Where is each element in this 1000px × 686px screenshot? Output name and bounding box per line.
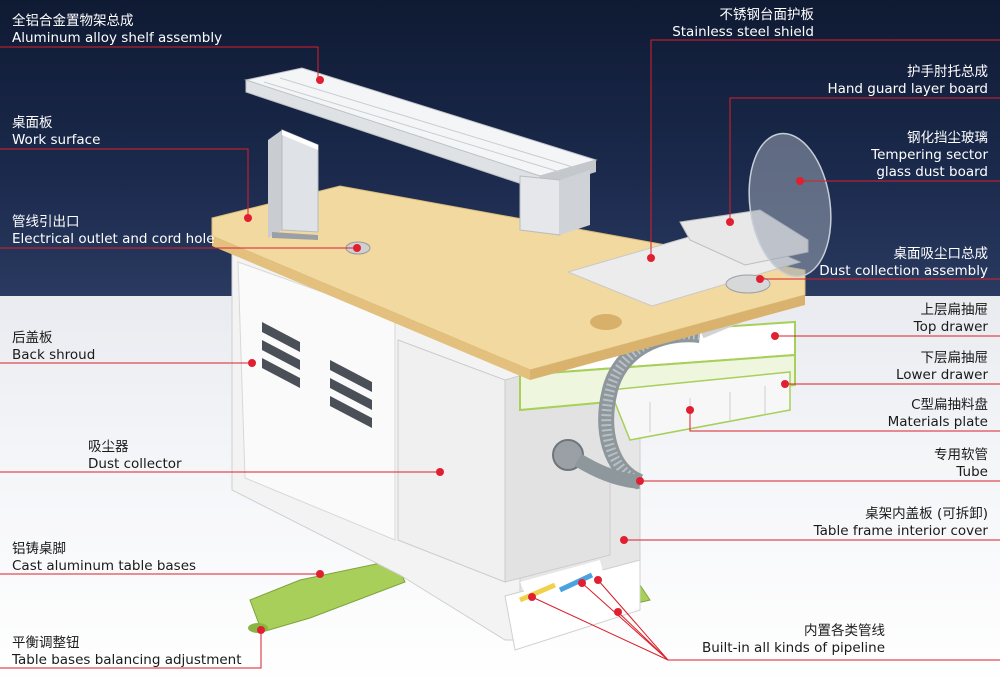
label-glass-cn: 钢化挡尘玻璃 (907, 130, 988, 146)
label-cover-en: Table frame interior cover (813, 523, 988, 539)
label-dca-cn: 桌面吸尘口总成 (893, 246, 989, 262)
label-shield-cn: 不锈钢台面护板 (719, 7, 815, 23)
label-pipe-en: Built-in all kinds of pipeline (701, 640, 885, 656)
label-work-surface: 桌面板 Work surface (12, 115, 100, 149)
label-pipe-cn: 内置各类管线 (804, 623, 885, 639)
glass-board (748, 132, 832, 278)
label-shield: 不锈钢台面护板 Stainless steel shield (672, 7, 814, 41)
label-shield-en: Stainless steel shield (672, 24, 814, 40)
label-outlet-en: Electrical outlet and cord hole (12, 231, 215, 247)
label-hand-cn: 护手肘托总成 (907, 64, 988, 80)
label-dust-en: Dust collector (88, 456, 182, 472)
label-cover-cn: 桌架内盖板 (可拆卸) (865, 506, 988, 522)
label-base-en: Cast aluminum table bases (12, 558, 197, 574)
label-back-cn: 后盖板 (12, 330, 53, 346)
label-balance-en: Table bases balancing adjustment (12, 652, 242, 668)
label-tube: 专用软管 Tube (934, 447, 988, 481)
label-lower-cn: 下层扁抽屉 (920, 350, 989, 366)
label-outlet: 管线引出口 Electrical outlet and cord hole (12, 214, 215, 248)
label-back-en: Back shroud (12, 347, 96, 363)
label-plate-en: Materials plate (887, 414, 988, 430)
label-top-cn: 上层扁抽屉 (920, 302, 989, 318)
label-shelf-cn: 全铝合金置物架总成 (12, 13, 134, 29)
label-tube-en: Tube (956, 464, 988, 480)
label-lower-drawer: 下层扁抽屉 Lower drawer (896, 350, 988, 384)
label-dust-cn: 吸尘器 (88, 439, 129, 455)
label-shelf-en: Aluminum alloy shelf assembly (12, 30, 223, 46)
label-glass: 钢化挡尘玻璃 Tempering sector glass dust board (871, 130, 988, 181)
label-dust-collector: 吸尘器 Dust collector (88, 439, 182, 473)
label-hand-en: Hand guard layer board (827, 81, 988, 97)
label-hand-guard: 护手肘托总成 Hand guard layer board (827, 64, 988, 98)
label-work-en: Work surface (12, 132, 101, 148)
label-materials-plate: C型扁抽料盘 Materials plate (888, 397, 988, 431)
label-dust-assembly: 桌面吸尘口总成 Dust collection assembly (819, 246, 988, 280)
leader-dots (244, 76, 804, 634)
label-base-cn: 铝铸桌脚 (12, 541, 66, 557)
label-pipeline: 内置各类管线 Built-in all kinds of pipeline (702, 623, 885, 657)
label-back-shroud: 后盖板 Back shroud (12, 330, 95, 364)
label-balance-cn: 平衡调整钮 (12, 635, 80, 651)
leader-lines (0, 39, 1000, 669)
label-outlet-cn: 管线引出口 (12, 214, 80, 230)
label-plate-cn: C型扁抽料盘 (911, 397, 988, 413)
label-dca-en: Dust collection assembly (819, 263, 988, 279)
label-glass-en1: Tempering sector (871, 147, 988, 163)
label-glass-en2: glass dust board (876, 164, 988, 180)
label-lower-en: Lower drawer (895, 367, 988, 383)
label-table-bases: 铝铸桌脚 Cast aluminum table bases (12, 541, 196, 575)
back-shroud (237, 261, 396, 541)
label-top-drawer: 上层扁抽屉 Top drawer (914, 302, 988, 336)
label-tube-cn: 专用软管 (934, 447, 988, 463)
aluminum-shelf (244, 67, 598, 240)
label-interior-cover: 桌架内盖板 (可拆卸) Table frame interior cover (814, 506, 988, 540)
label-shelf: 全铝合金置物架总成 Aluminum alloy shelf assembly (12, 13, 222, 47)
label-balancing: 平衡调整钮 Table bases balancing adjustment (12, 635, 242, 669)
label-work-cn: 桌面板 (12, 115, 53, 131)
label-top-en: Top drawer (913, 319, 988, 335)
